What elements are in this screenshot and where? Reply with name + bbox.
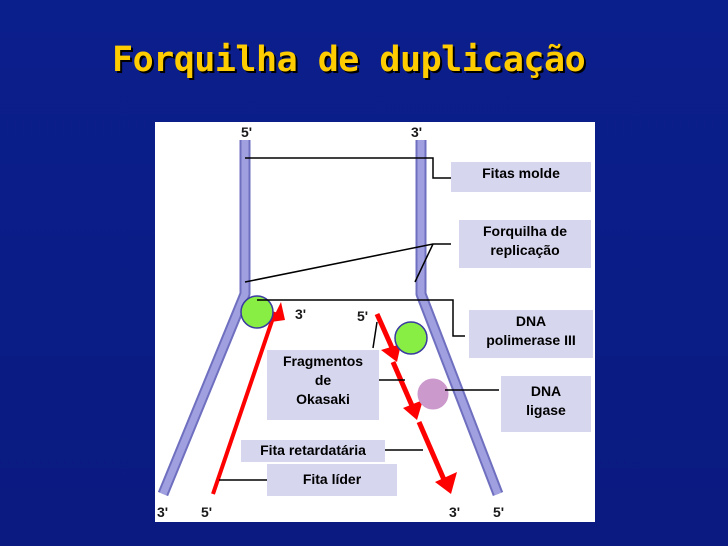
end-label-lagging-5prime: 5' <box>357 308 369 324</box>
leading-strand-arrowhead <box>271 302 285 322</box>
template-strand-right-fill <box>417 140 502 496</box>
label-fitas-molde: Fitas molde <box>451 162 591 192</box>
diagram-svg <box>157 140 504 497</box>
slide-title: Forquilha de duplicação <box>112 40 586 80</box>
label-dna-ligase: DNA ligase <box>501 376 591 432</box>
end-label-right-top: 3' <box>411 124 423 140</box>
okazaki-fragment-2-arrowhead <box>403 400 423 420</box>
dna-ligase <box>417 378 449 410</box>
end-label-left-bottom-a: 3' <box>157 504 169 520</box>
replication-fork-diagram: 5' 3' 3' 5' 3' 5' 3' 5' Fitas molde Forq… <box>155 122 595 522</box>
leading-strand <box>211 311 277 495</box>
label-fita-lider: Fita líder <box>267 464 397 496</box>
leader-forquilha-right <box>414 243 434 283</box>
okazaki-fragment-3-arrowhead <box>435 472 457 494</box>
dna-polymerase-left <box>240 295 274 329</box>
leader-fragmentos-1 <box>372 321 378 349</box>
template-strand-left-fill <box>159 140 249 496</box>
okazaki-fragment-3 <box>416 421 448 483</box>
end-label-leading-3prime: 3' <box>295 306 307 322</box>
leader-dna-polimerase <box>257 299 465 337</box>
end-label-right-bottom-b: 5' <box>493 504 505 520</box>
label-fragmentos-de-okasaki: Fragmentos de Okasaki <box>267 350 379 420</box>
end-label-left-top: 5' <box>241 124 253 140</box>
end-label-left-bottom-b: 5' <box>201 504 213 520</box>
label-forquilha-de-replicacao: Forquilha de replicação <box>459 220 591 268</box>
end-label-right-bottom-a: 3' <box>449 504 461 520</box>
dna-polymerase-right <box>394 321 428 355</box>
leader-fitas-molde <box>245 157 451 179</box>
label-dna-polimerase-iii: DNA polimerase III <box>469 310 593 358</box>
label-fita-retardataria: Fita retardatária <box>241 440 385 462</box>
okazaki-fragment-1-arrowhead <box>381 344 401 362</box>
okazaki-fragment-2 <box>390 361 416 409</box>
okazaki-fragment-1 <box>374 312 396 352</box>
